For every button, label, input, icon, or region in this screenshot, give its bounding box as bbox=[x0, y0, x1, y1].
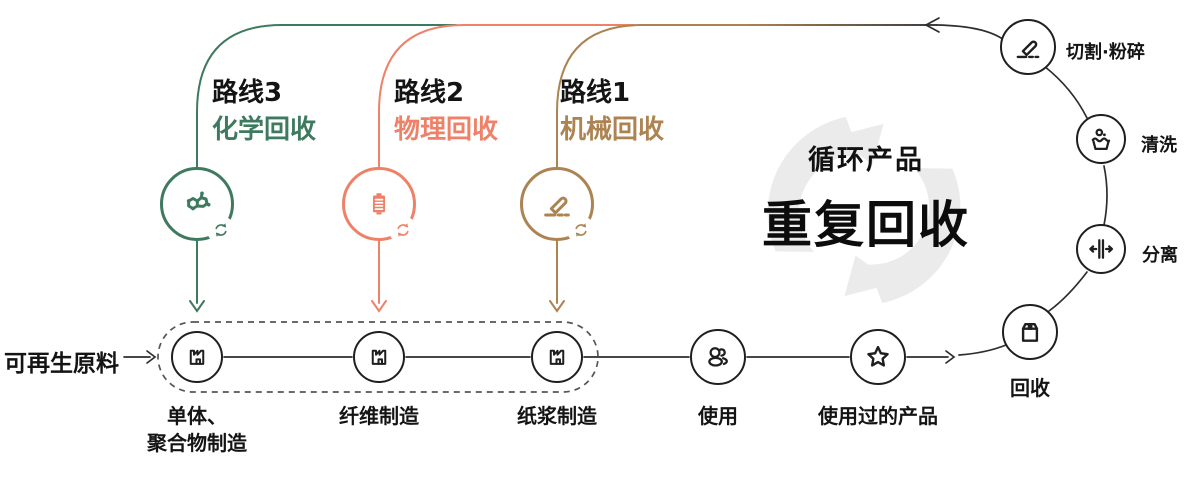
center-headline: 循环产品 重复回收 bbox=[716, 138, 1016, 257]
renewable-material-label: 可再生原料 bbox=[4, 351, 119, 377]
separation-node bbox=[1076, 224, 1126, 274]
cut-crush-label: 切割·粉碎 bbox=[1066, 42, 1145, 63]
used-product-label: 使用过的产品 bbox=[818, 404, 938, 428]
user-icon bbox=[708, 347, 728, 367]
mechanical-recycle-node bbox=[520, 167, 595, 244]
route1-name: 路线1 bbox=[560, 78, 631, 108]
route3-method: 化学回收 bbox=[212, 115, 317, 145]
physical-recycle-node bbox=[342, 167, 417, 244]
pulp-manufacturing-node bbox=[531, 331, 583, 383]
fiber-manufacturing-node bbox=[353, 331, 405, 383]
used-product-node bbox=[850, 329, 906, 385]
factory-icon bbox=[189, 349, 205, 365]
pulp-manufacturing-label: 纸浆制造 bbox=[517, 404, 597, 428]
star-icon bbox=[867, 345, 889, 367]
box-icon bbox=[1021, 323, 1039, 342]
recycle-arrows-icon bbox=[389, 216, 417, 244]
cutter-icon bbox=[544, 196, 570, 217]
factory-icon bbox=[371, 349, 387, 365]
fiber-manufacturing-label: 纤维制造 bbox=[339, 404, 419, 428]
molecule-icon bbox=[186, 191, 211, 211]
cutter-icon bbox=[1016, 40, 1040, 59]
use-label: 使用 bbox=[698, 404, 738, 428]
route2-label-block: 路线2 物理回收 bbox=[394, 80, 498, 143]
manufacturing-group-outline bbox=[157, 321, 599, 393]
factory-icon bbox=[549, 349, 565, 365]
monomer-polymer-label: 单体、 聚合物制造 bbox=[147, 404, 247, 455]
monomer-polymer-node bbox=[171, 331, 223, 383]
separate-icon bbox=[1089, 239, 1114, 259]
recycle-arrows-watermark bbox=[767, 117, 961, 303]
collection-label: 回收 bbox=[1010, 376, 1050, 400]
route3-name: 路线3 bbox=[212, 78, 283, 108]
route3-label-block: 路线3 化学回收 bbox=[212, 80, 316, 143]
route2-name: 路线2 bbox=[394, 78, 465, 108]
recycle-arrows-icon bbox=[567, 216, 595, 244]
repeat-recycle-title: 重复回收 bbox=[762, 196, 970, 254]
washing-label: 清洗 bbox=[1141, 135, 1177, 156]
collection-node bbox=[1002, 304, 1058, 360]
route1-label-block: 路线1 机械回收 bbox=[560, 80, 664, 143]
washing-node bbox=[1076, 114, 1126, 164]
wash-icon bbox=[1091, 128, 1111, 151]
use-node bbox=[690, 329, 746, 385]
separation-label: 分离 bbox=[1142, 245, 1178, 266]
cycle-product-subtitle: 循环产品 bbox=[808, 145, 924, 176]
route2-method: 物理回收 bbox=[394, 115, 499, 145]
recycle-arrows-icon bbox=[207, 216, 235, 244]
cut-crush-node bbox=[1000, 19, 1056, 75]
route1-method: 机械回收 bbox=[560, 115, 665, 145]
chemical-recycle-node bbox=[160, 167, 235, 244]
bale-icon bbox=[372, 193, 386, 215]
